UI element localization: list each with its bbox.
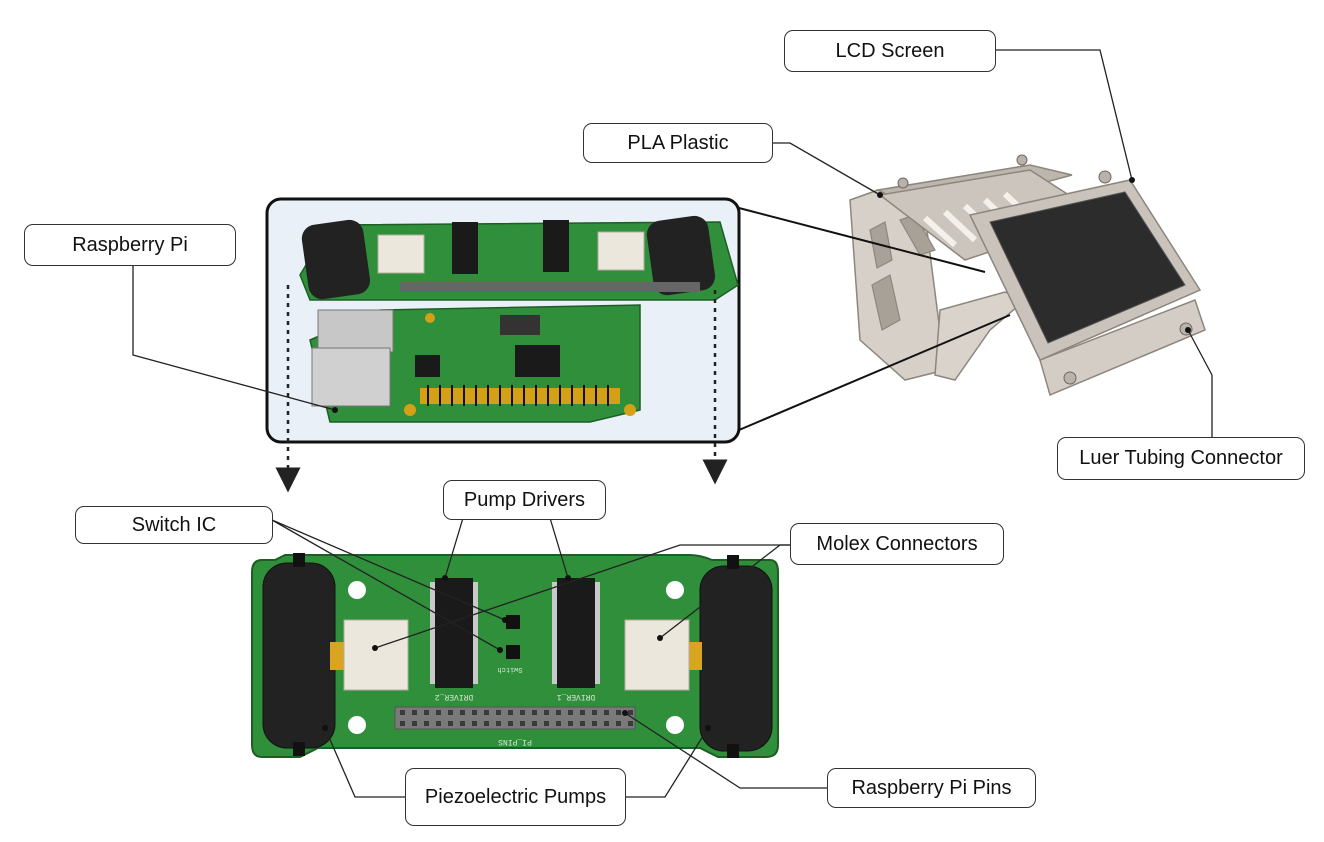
assembly-inset xyxy=(265,197,741,444)
label-pla-plastic: PLA Plastic xyxy=(583,123,773,163)
label-raspberry-pi-pins: Raspberry Pi Pins xyxy=(827,768,1036,808)
leader-lines xyxy=(132,49,1213,798)
silkscreen-pi-pins: PI_PINS xyxy=(498,737,532,746)
silkscreen-driver-1: DRIVER_1 xyxy=(557,692,596,701)
label-pump-drivers: Pump Drivers xyxy=(443,480,606,520)
leader-dots xyxy=(322,177,1191,731)
pcb-top-view: DRIVER_2 DRIVER_1 Switch PI_PINS xyxy=(251,553,779,758)
zoom-line-bottom xyxy=(738,314,1011,431)
label-raspberry-pi: Raspberry Pi xyxy=(24,224,236,266)
label-molex-connectors: Molex Connectors xyxy=(790,523,1004,565)
enclosure-illustration xyxy=(849,154,1206,397)
label-switch-ic: Switch IC xyxy=(75,506,273,544)
silkscreen-driver-2: DRIVER_2 xyxy=(435,692,474,701)
zoom-line-top xyxy=(738,207,986,273)
silkscreen-switch: Switch xyxy=(497,665,522,673)
label-lcd-screen: LCD Screen xyxy=(784,30,996,72)
label-luer-tubing-connector: Luer Tubing Connector xyxy=(1057,437,1305,480)
label-piezoelectric-pumps: Piezoelectric Pumps xyxy=(405,768,626,826)
